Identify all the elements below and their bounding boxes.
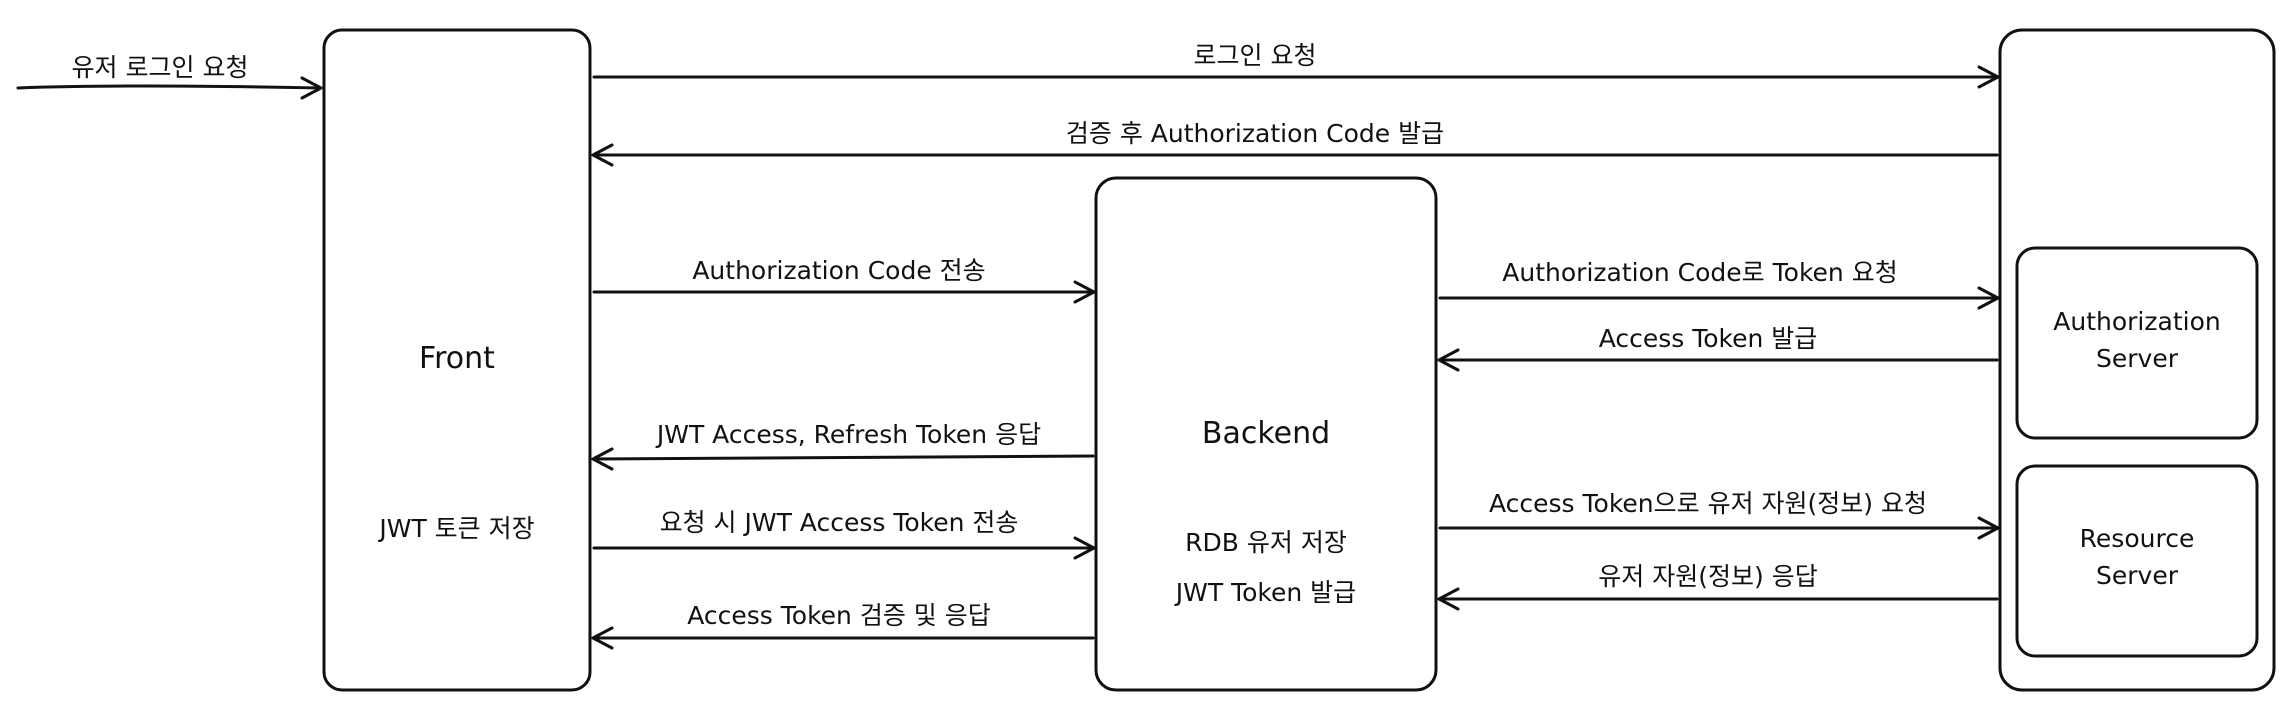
arrow-head (1977, 65, 2000, 89)
authorization-server-box (2015, 246, 2259, 440)
front-box (322, 28, 592, 692)
arrow-head (591, 626, 614, 650)
resource-server-label-2: Server (2096, 561, 2179, 590)
edge-label-send-jwt-on-request: 요청 시 JWT Access Token 전송 (660, 508, 1019, 537)
arrow-head (1977, 516, 2000, 540)
arrow-head (1437, 587, 1460, 611)
edge-label-request-token-with-code: Authorization Code로 Token 요청 (1502, 258, 1897, 287)
edge-label-issue-access-token: Access Token 발급 (1599, 324, 1818, 353)
backend-note-2: JWT Token 발급 (1174, 578, 1356, 607)
arrow-head (1977, 286, 2000, 310)
edge-label-jwt-response: JWT Access, Refresh Token 응답 (655, 420, 1041, 449)
edge-label-request-user-resource: Access Token으로 유저 자원(정보) 요청 (1489, 489, 1927, 518)
backend-box (1094, 176, 1438, 692)
arrow-user-login (16, 84, 322, 90)
arrow-head (591, 447, 614, 471)
arrow-head (1437, 348, 1460, 372)
edge-label-user-login-request: 유저 로그인 요청 (72, 53, 249, 82)
front-note: JWT 토큰 저장 (377, 514, 534, 543)
arrow-head (300, 76, 323, 100)
resource-server-label-1: Resource (2080, 524, 2195, 553)
arrow-head (1073, 536, 1096, 560)
authorization-server-label-1: Authorization (2053, 307, 2220, 336)
edge-label-verify-access-token-response: Access Token 검증 및 응답 (687, 601, 991, 630)
resource-server-box (2015, 464, 2259, 658)
backend-title: Backend (1202, 416, 1330, 451)
edge-label-user-resource-response: 유저 자원(정보) 응답 (1598, 562, 1817, 591)
edge-label-send-auth-code: Authorization Code 전송 (692, 256, 985, 285)
arrow-jwt-response (592, 454, 1095, 461)
edge-label-login-request: 로그인 요청 (1194, 41, 1317, 70)
arrow-head (591, 143, 614, 167)
front-title: Front (419, 341, 495, 376)
arrow-head (1073, 280, 1096, 304)
edge-label-verify-issue-auth-code: 검증 후 Authorization Code 발급 (1066, 119, 1444, 148)
backend-note-1: RDB 유저 저장 (1185, 528, 1347, 557)
authorization-server-label-2: Server (2096, 344, 2179, 373)
